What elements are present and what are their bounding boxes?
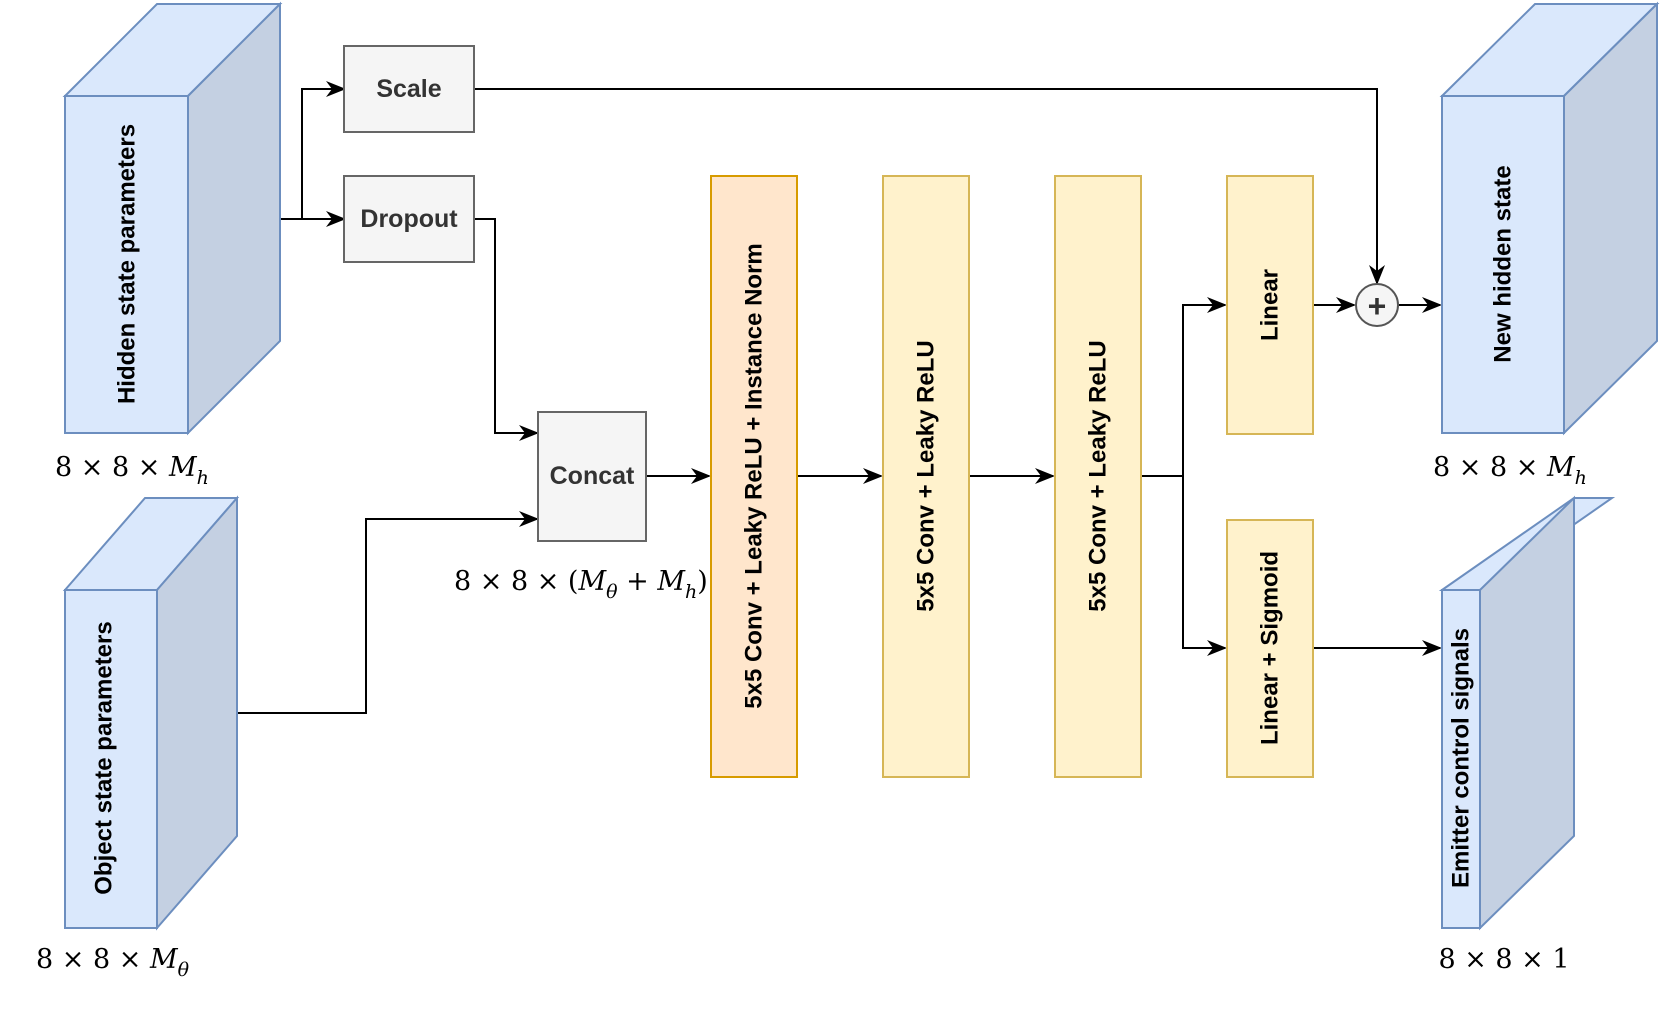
emitter-dims-text: 8 × 8 × 1 bbox=[1438, 944, 1569, 975]
connectors bbox=[237, 81, 1442, 714]
object-state-dims: 8 × 8 × Mθ bbox=[36, 944, 190, 981]
edge-dropout-to-concat bbox=[474, 218, 539, 441]
dropout-label: Dropout bbox=[360, 205, 458, 233]
conv1-block: 5x5 Conv + Leaky ReLU + Instance Norm bbox=[710, 175, 798, 778]
conv2-label: 5x5 Conv + Leaky ReLU bbox=[913, 340, 940, 611]
svg-text:8 × 8 × Mh: 8 × 8 × Mh bbox=[1433, 452, 1587, 489]
svg-text:8 × 8 × Mh: 8 × 8 × Mh bbox=[55, 452, 209, 489]
linear-sigmoid-label: Linear + Sigmoid bbox=[1257, 551, 1284, 745]
emitter-control-dims: 8 × 8 × 1 bbox=[1438, 944, 1569, 975]
edge-conv3-to-linear-sigmoid bbox=[1182, 476, 1227, 656]
object-state-label: Object state parameters bbox=[91, 621, 118, 894]
edge-object-to-concat bbox=[237, 511, 539, 714]
hidden-state-label: Hidden state parameters bbox=[114, 124, 141, 404]
object-state-cube: Object state parameters bbox=[62, 495, 240, 931]
edge-scale-to-add bbox=[474, 88, 1385, 285]
emitter-control-label: Emitter control signals bbox=[1448, 628, 1475, 888]
plus-icon: + bbox=[1368, 288, 1387, 324]
svg-text:8 × 8 × (Mθ + Mh): 8 × 8 × (Mθ + Mh) bbox=[454, 566, 708, 603]
concat-box: Concat bbox=[537, 411, 647, 542]
conv2-block: 5x5 Conv + Leaky ReLU bbox=[882, 175, 970, 778]
conv3-block: 5x5 Conv + Leaky ReLU bbox=[1054, 175, 1142, 778]
edge-hidden-to-scale bbox=[280, 81, 346, 220]
linear-sigmoid-block: Linear + Sigmoid bbox=[1226, 519, 1314, 778]
new-hidden-state-label: New hidden state bbox=[1490, 165, 1517, 362]
new-hidden-state-cube: New hidden state bbox=[1439, 1, 1660, 436]
edge-conv3-to-linear bbox=[1141, 297, 1227, 477]
new-hidden-state-dims: 8 × 8 × Mh bbox=[1433, 452, 1587, 489]
scale-box: Scale bbox=[343, 45, 475, 133]
conv1-label: 5x5 Conv + Leaky ReLU + Instance Norm bbox=[741, 243, 768, 709]
hidden-state-dims: 8 × 8 × Mh bbox=[55, 452, 209, 489]
add-node: + bbox=[1355, 283, 1399, 327]
svg-text:8 × 8 × Mθ: 8 × 8 × Mθ bbox=[36, 944, 190, 981]
hidden-state-cube: Hidden state parameters bbox=[62, 1, 283, 436]
concat-label: Concat bbox=[550, 462, 635, 490]
emitter-control-cube: Emitter control signals bbox=[1438, 495, 1616, 931]
dropout-box: Dropout bbox=[343, 175, 475, 263]
linear-block: Linear bbox=[1226, 175, 1314, 435]
linear-label: Linear bbox=[1257, 269, 1284, 341]
scale-label: Scale bbox=[376, 75, 441, 103]
conv3-label: 5x5 Conv + Leaky ReLU bbox=[1085, 340, 1112, 611]
concat-dims: 8 × 8 × (Mθ + Mh) bbox=[454, 566, 708, 603]
